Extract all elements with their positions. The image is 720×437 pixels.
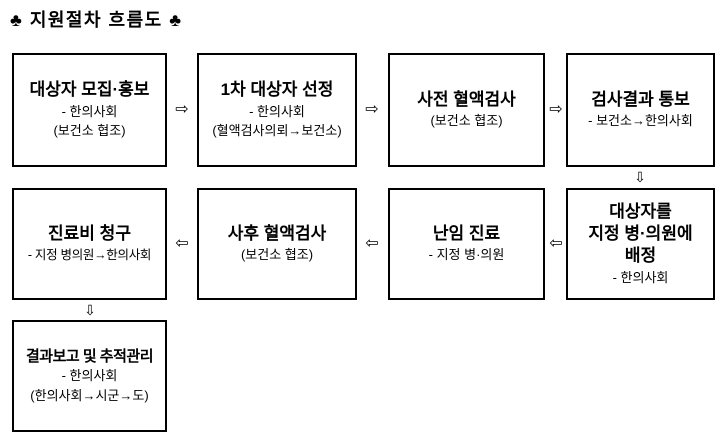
flow-arrow-down-2: ⇩	[84, 302, 96, 318]
box-subtext: - 한의사회	[249, 103, 305, 119]
box-subtext: - 한의사회	[61, 103, 118, 119]
flow-box-post-blood-test: 사후 혈액검사 (보건소 협조)	[197, 188, 357, 300]
flow-arrow-left-2: ⇦	[365, 235, 379, 252]
flow-box-first-candidate-selection: 1차 대상자 선정 - 한의사회 (혈액검사의뢰→보건소)	[197, 53, 357, 167]
box-subtext: - 지정 병의원→한의사회	[27, 247, 152, 262]
flow-arrow-right-2: ⇨	[365, 101, 379, 118]
page-title: ♣ 지원절차 흐름도 ♣	[10, 10, 183, 30]
box-title: 1차 대상자 선정	[220, 80, 334, 100]
box-title: 배정	[624, 246, 657, 266]
box-title: 결과보고 및 추적관리	[25, 347, 154, 365]
box-title: 난임 진료	[432, 224, 501, 244]
flow-box-treatment-fee-claim: 진료비 청구 - 지정 병의원→한의사회	[12, 188, 167, 300]
flow-box-assign-to-clinic: 대상자를 지정 병·의원에 배정 - 한의사회	[566, 188, 715, 300]
box-title: 대상자 모집·홍보	[29, 80, 150, 100]
flow-box-test-result-notification: 검사결과 통보 - 보건소→한의사회	[566, 53, 715, 167]
box-subtext: - 지정 병·의원	[428, 247, 505, 263]
box-title: 사전 혈액검사	[417, 90, 516, 110]
box-subtext: (한의사회→시군→도)	[30, 387, 149, 403]
box-title: 진료비 청구	[48, 224, 131, 244]
box-subtext: (보건소 협조)	[240, 247, 314, 263]
box-subtext: (보건소 협조)	[53, 123, 126, 139]
flow-box-report-and-tracking: 결과보고 및 추적관리 - 한의사회 (한의사회→시군→도)	[12, 320, 167, 432]
box-subtext: - 보건소→한의사회	[588, 113, 693, 129]
flow-arrow-right-3: ⇨	[549, 101, 563, 118]
box-title: 사후 혈액검사	[227, 224, 327, 244]
flow-box-recruit-promotion: 대상자 모집·홍보 - 한의사회 (보건소 협조)	[12, 53, 167, 167]
box-title: 검사결과 통보	[591, 90, 690, 110]
flow-arrow-left-3: ⇦	[175, 235, 189, 252]
flow-arrow-right-1: ⇨	[175, 101, 189, 118]
box-title: 지정 병·의원에	[588, 224, 693, 244]
box-subtext: (혈액검사의뢰→보건소)	[212, 123, 342, 139]
box-subtext: - 한의사회	[61, 368, 118, 384]
flow-box-infertility-treatment: 난임 진료 - 지정 병·의원	[388, 188, 545, 300]
flow-arrow-down-1: ⇩	[634, 169, 646, 185]
flow-box-pre-blood-test: 사전 혈액검사 (보건소 협조)	[388, 53, 545, 167]
box-subtext: - 한의사회	[612, 269, 669, 285]
box-title: 대상자를	[609, 201, 672, 221]
box-subtext: (보건소 협조)	[430, 113, 503, 129]
flow-arrow-left-1: ⇦	[549, 235, 563, 252]
